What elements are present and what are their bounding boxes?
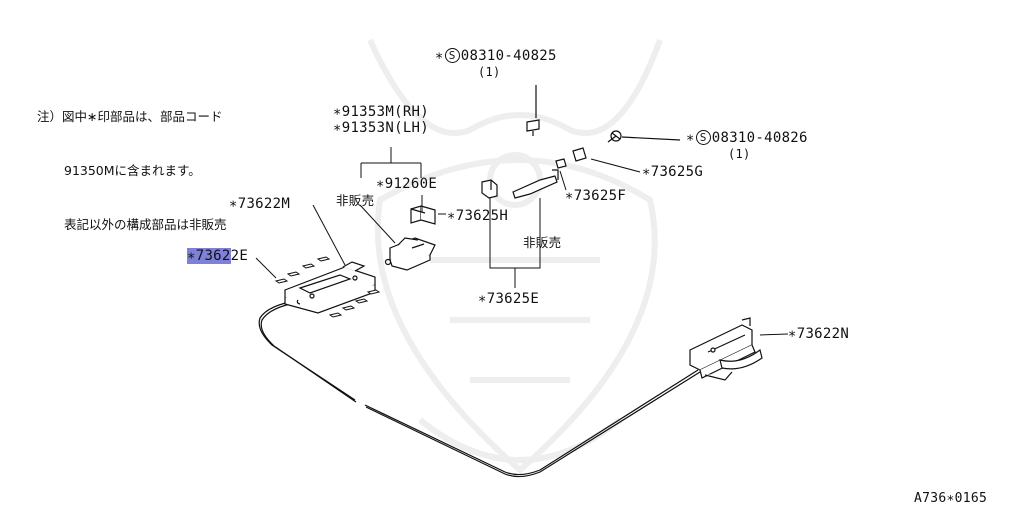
label-not-for-sale-1: 非販売 [336,193,375,208]
bracket-73625e-drawing [481,169,559,199]
small-parts-73622e [274,256,381,318]
standard-part-symbol-icon: S [444,48,460,63]
label-73622e[interactable]: ∗73622E [187,248,248,264]
note-line-2: 91350Mに含まれます。 [64,163,201,178]
lever-73622n-drawing [689,317,763,381]
figure-code: A736∗0165 [914,491,988,506]
release-cable [258,299,701,478]
label-73622n[interactable]: ∗73622N [788,326,850,342]
note-line-1: 注）図中∗印部品は、部品コード [37,109,223,124]
label-73625h[interactable]: ∗73625H [447,208,509,224]
label-73625f[interactable]: ∗73625F [565,188,627,204]
note-line-3: 表記以外の構成部品は非販売 [64,217,227,232]
label-73622e-rest: 2E [230,248,249,264]
clip-73625h-drawing [410,205,436,225]
label-91353m[interactable]: ∗91353M(RH) [333,104,430,120]
leader-lines [255,147,789,336]
label-73622e-highlight: ∗7362 [187,248,231,264]
label-bolt-right-qty: (1) [728,147,751,161]
bolt-top-prefix: ∗ [435,48,444,64]
label-91353n[interactable]: ∗91353N(LH) [333,120,430,136]
bolt-right-code: 08310-40826 [711,130,808,146]
label-73625e[interactable]: ∗73625E [478,291,540,307]
bolt-top-code: 08310-40825 [460,48,557,64]
label-73622m[interactable]: ∗73622M [229,196,291,212]
bolt-right-drawing [555,130,681,169]
lever-73622m-drawing [284,261,376,314]
bolt-right-prefix: ∗ [686,130,695,146]
label-73625g[interactable]: ∗73625G [642,164,704,180]
label-bolt-top-qty: (1) [478,65,501,79]
standard-part-symbol-icon: S [695,130,711,145]
note-block: 注）図中∗印部品は、部品コード 91350Mに含まれます。 表記以外の構成部品は… [37,72,227,270]
label-91260e[interactable]: ∗91260E [376,176,438,192]
bolt-top-drawing [526,85,540,136]
handle-91260e-drawing [384,237,436,271]
label-not-for-sale-2: 非販売 [523,235,562,250]
